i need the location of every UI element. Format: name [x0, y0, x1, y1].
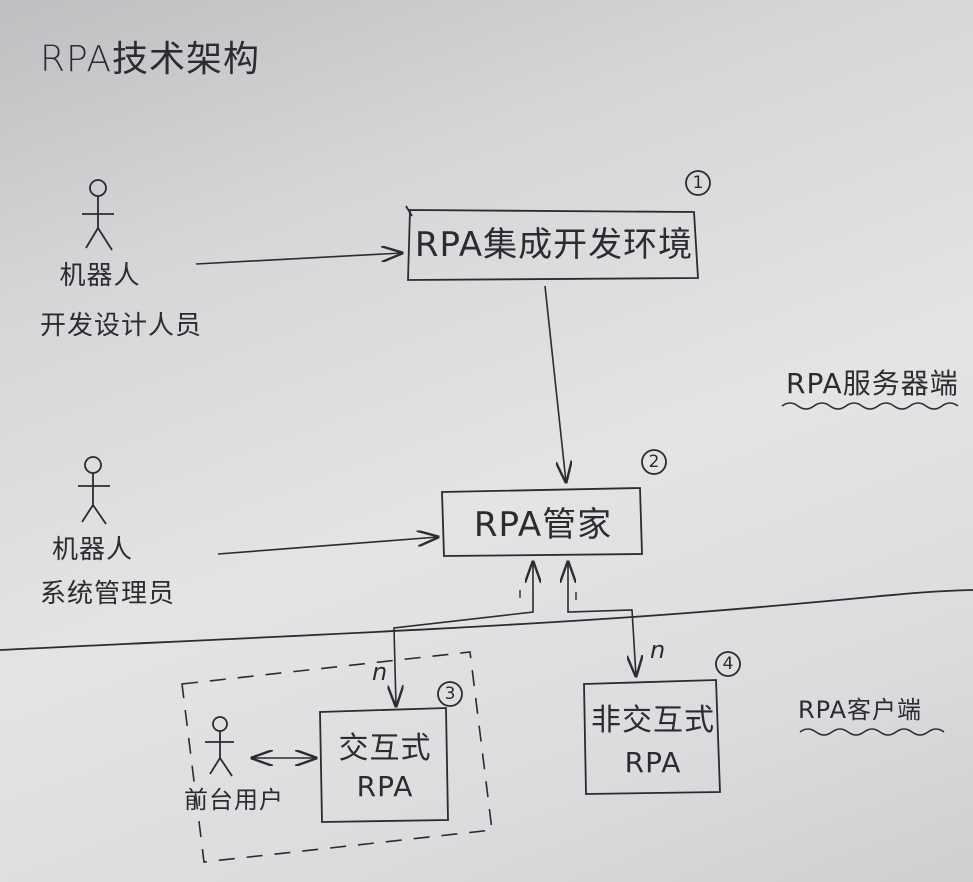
arrow-ide-to-manager	[544, 285, 566, 482]
actor-frontline-label: 前台用户	[184, 786, 284, 814]
box-unattended-label-1: 非交互式	[591, 703, 715, 738]
multiplicity-unattended: n	[650, 636, 667, 664]
box-ide-number: 1	[692, 173, 704, 193]
actor-frontline-figure	[205, 716, 234, 777]
box-ide-label: RPA集成开发环境	[414, 225, 694, 265]
box-manager-number: 2	[648, 452, 660, 472]
arrow-admin-to-manager	[217, 537, 438, 555]
arrow-developer-to-ide	[195, 253, 402, 265]
box-attended-label-2: RPA	[356, 770, 414, 803]
actor-developer-label-2: 开发设计人员	[40, 311, 203, 341]
actor-admin-label-2: 系统管理员	[40, 579, 176, 609]
attended-group-boundary	[181, 651, 493, 863]
server-zone-label: RPA服务器端	[786, 367, 959, 400]
server-zone-underline	[781, 402, 959, 410]
link-manager-unattended	[568, 562, 636, 676]
link-manager-attended	[394, 562, 533, 706]
actor-admin-label-1: 机器人	[52, 535, 134, 565]
actor-developer-figure	[82, 179, 114, 251]
multiplicity-attended: n	[372, 658, 389, 686]
box-unattended	[583, 651, 741, 795]
client-zone-underline	[799, 728, 945, 736]
box-ide	[405, 170, 711, 281]
diagram-title: RPA技术架构	[40, 39, 261, 80]
client-zone-label: RPA客户端	[798, 696, 923, 724]
actor-admin-figure	[78, 456, 110, 525]
box-unattended-label-2: RPA	[624, 746, 682, 779]
actor-developer-label-1: 机器人	[59, 261, 141, 291]
box-manager-label: RPA管家	[473, 505, 613, 545]
box-attended-number: 3	[444, 684, 456, 704]
box-attended-label-1: 交互式	[338, 731, 432, 766]
box-unattended-number: 4	[722, 654, 734, 674]
box-manager	[441, 449, 667, 557]
